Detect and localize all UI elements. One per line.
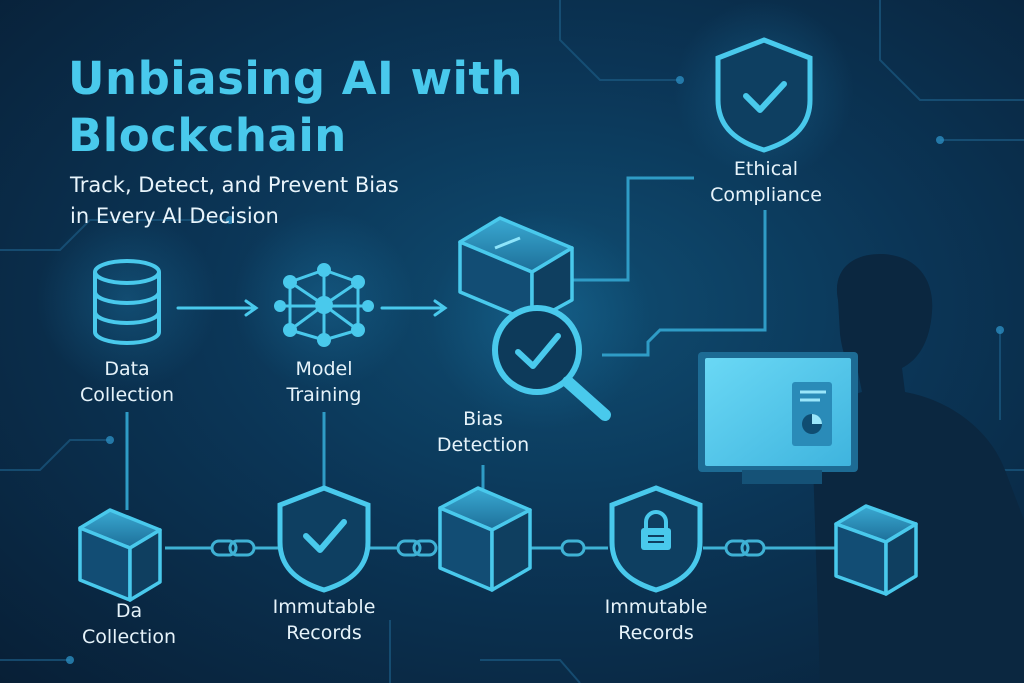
page-subtitle: Track, Detect, and Prevent Bias in Every… [70,170,530,232]
label-chain-data-collection: Da Collection [82,600,176,648]
label-immutable-records-2: Immutable Records [604,596,708,644]
flow-arrow-2 [380,299,448,317]
magnifier-check-icon [492,305,611,421]
neural-network-icon [274,263,374,347]
label-data-collection: Data Collection [80,358,174,406]
label-ethical-compliance: Ethical Compliance [710,158,822,206]
title-line-1: Unbiasing AI with [68,52,523,105]
database-icon [93,259,161,345]
flow-arrow-1 [176,299,259,317]
cube-icon-chain-3 [834,504,918,596]
title-line-2: Blockchain [68,109,347,162]
page-title: Unbiasing AI with Blockchain [68,50,588,164]
monitor-dashboard-icon [698,352,858,484]
label-bias-detection: Bias Detection [436,408,530,456]
cube-icon-chain-2 [438,486,532,592]
shield-check-icon-top [715,37,813,153]
cube-icon-chain-1 [78,508,162,602]
shield-check-icon-chain [277,485,371,593]
subtitle-line-2: in Every AI Decision [70,204,279,228]
label-immutable-records-1: Immutable Records [272,596,376,644]
chain-link-icon [165,539,836,557]
cube-icon-top [458,216,574,324]
subtitle-line-1: Track, Detect, and Prevent Bias [70,173,399,197]
shield-lock-icon [609,485,703,593]
label-model-training: Model Training [286,358,362,406]
